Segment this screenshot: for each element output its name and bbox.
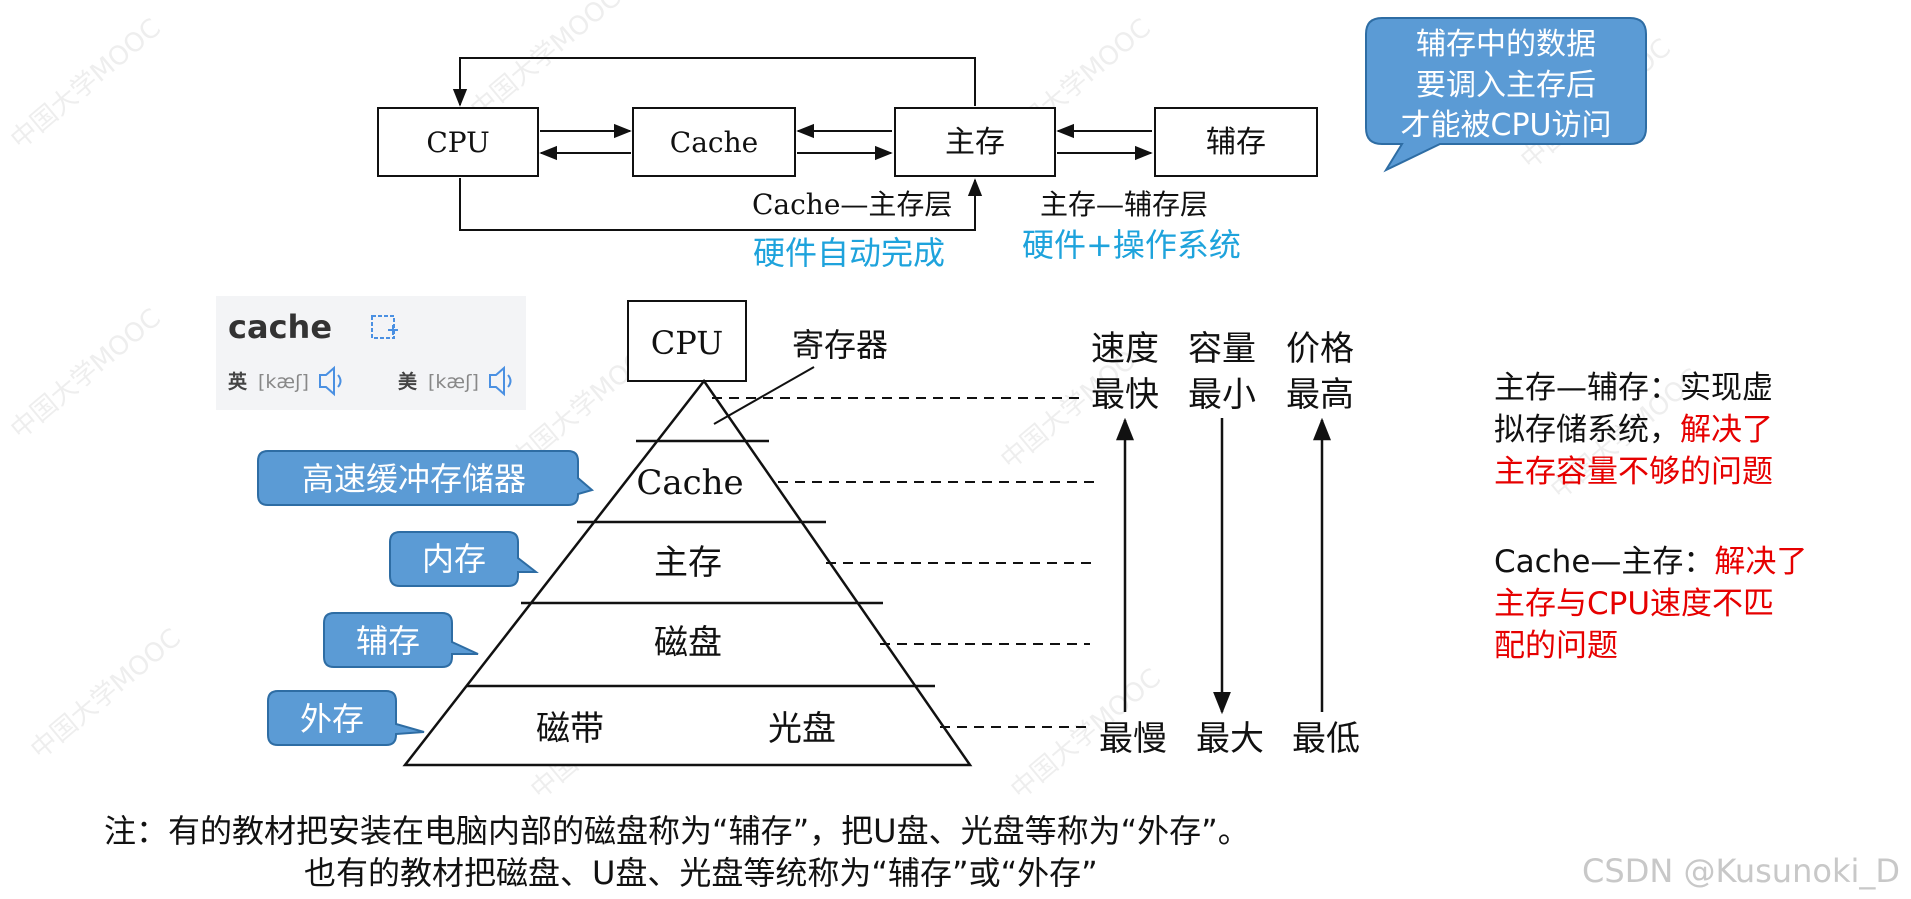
pyramid-cpu-box (627, 300, 747, 382)
us-speaker-icon[interactable] (489, 365, 512, 397)
level-main-label: 主存 (654, 543, 722, 583)
level-cache-label: Cache (636, 463, 743, 503)
callout-bubble: 辅存中的数据 要调入主存后 才能被CPU访问 (1365, 17, 1647, 173)
main-aux-layer-label: 主存—辅存层 (1040, 188, 1208, 221)
metric-price-bottom: 最低 (1292, 719, 1360, 759)
uk-label: 英 (228, 370, 248, 393)
add-wordbook-icon[interactable] (371, 315, 398, 339)
note-main-aux-line-1: 主存—辅存：实现虚 (1494, 370, 1773, 406)
metrics: 速度 最快 最慢 容量 最小 最大 价格 最高 最低 (1091, 329, 1360, 759)
metric-capacity-top: 最小 (1188, 375, 1256, 415)
metric-capacity-bottom: 最大 (1196, 719, 1264, 759)
cache-label: Cache (670, 126, 758, 159)
cache-main-hw-note: 硬件自动完成 (753, 234, 945, 272)
tag-external-label: 外存 (300, 700, 364, 738)
level-optical-label: 光盘 (768, 709, 836, 749)
main-memory-label: 主存 (945, 125, 1005, 160)
register-label: 寄存器 (792, 326, 888, 364)
note-main-aux-line-2-black: 拟存储系统， (1494, 412, 1680, 448)
tag-aux: 辅存 (323, 612, 479, 668)
uk-ipa: [kæʃ] (258, 371, 309, 393)
tag-cache: 高速缓冲存储器 (257, 450, 595, 506)
svg-text:中国大学MOOC: 中国大学MOOC (5, 303, 166, 445)
dictionary-word: cache (228, 308, 332, 346)
level-disk-label: 磁盘 (654, 623, 722, 663)
note-cache-main-line-2: 主存与CPU速度不匹 (1494, 586, 1774, 622)
pyramid-outline (402, 378, 973, 767)
dictionary-snippet: cache 英 [kæʃ] 美 [kæʃ] (216, 296, 526, 410)
svg-text:中国大学MOOC: 中国大学MOOC (25, 623, 186, 765)
level-tape-label: 磁带 (536, 709, 604, 749)
cache-box (632, 107, 796, 177)
main-memory-box (894, 107, 1056, 177)
callout-line-1: 辅存中的数据 (1416, 27, 1596, 62)
aux-memory-box (1154, 107, 1318, 177)
note-cache-main-prefix: Cache—主存： (1494, 544, 1714, 580)
us-label: 美 (398, 370, 418, 393)
footnote-line-2: 也有的教材把磁盘、U盘、光盘等统称为“辅存”或“外存” (304, 854, 1098, 892)
level-tags: 高速缓冲存储器 内存 辅存 外存 (257, 450, 595, 746)
cpu-label: CPU (426, 126, 489, 159)
callout-line-2: 要调入主存后 (1416, 68, 1596, 103)
aux-memory-label: 辅存 (1206, 125, 1266, 160)
cpu-box (377, 107, 539, 177)
tag-aux-label: 辅存 (356, 622, 420, 660)
cache-main-layer-label: Cache—主存层 (752, 188, 952, 221)
pyramid: CPU 寄存器 Cache 主存 磁盘 磁带 光盘 (402, 300, 1094, 767)
metric-speed-name: 速度 (1091, 329, 1159, 369)
side-notes: 主存—辅存：实现虚 拟存储系统，解决了 主存容量不够的问题 Cache—主存：解… (1494, 370, 1807, 664)
metric-price-name: 价格 (1286, 329, 1354, 369)
note-cache-main-line-3: 配的问题 (1494, 628, 1618, 664)
arrow-main-to-cpu-top (452, 57, 976, 107)
metric-price-top: 最高 (1286, 375, 1354, 415)
note-main-aux-line-2-red: 解决了 (1680, 412, 1773, 448)
top-flow: CPU Cache 主存 辅存 Cache—主存层 主存—辅存层 硬件自动完成 … (377, 57, 1318, 272)
tag-external: 外存 (267, 690, 425, 746)
us-ipa: [kæʃ] (428, 371, 479, 393)
note-main-aux-line-2: 拟存储系统，解决了 (1494, 412, 1773, 448)
svg-text:中国大学MOOC: 中国大学MOOC (5, 13, 166, 155)
footnote-line-1: 注：有的教材把安装在电脑内部的磁盘称为“辅存”，把U盘、光盘等称为“外存”。 (104, 812, 1250, 850)
tag-internal: 内存 (389, 531, 539, 587)
callout-line-3: 才能被CPU访问 (1401, 108, 1612, 143)
main-aux-hw-os-note: 硬件+操作系统 (1022, 226, 1241, 264)
pyramid-cpu-label: CPU (651, 324, 723, 362)
register-pointer-line (713, 366, 815, 425)
note-cache-main-line-1-red: 解决了 (1714, 544, 1807, 580)
tag-cache-label: 高速缓冲存储器 (302, 460, 526, 498)
uk-speaker-icon[interactable] (319, 365, 342, 397)
arrow-cpu-to-main-bottom (459, 178, 983, 231)
csdn-credit: CSDN @Kusunoki_D (1582, 852, 1900, 890)
tag-internal-label: 内存 (422, 540, 486, 578)
metric-capacity-name: 容量 (1188, 329, 1256, 369)
note-cache-main-line-1: Cache—主存：解决了 (1494, 544, 1807, 580)
metric-speed-bottom: 最慢 (1099, 719, 1167, 759)
footnote: 注：有的教材把安装在电脑内部的磁盘称为“辅存”，把U盘、光盘等称为“外存”。 也… (104, 812, 1250, 892)
note-main-aux-line-3: 主存容量不够的问题 (1494, 454, 1773, 490)
metric-speed-top: 最快 (1091, 375, 1159, 415)
svg-text:中国大学MOOC: 中国大学MOOC (465, 0, 626, 125)
